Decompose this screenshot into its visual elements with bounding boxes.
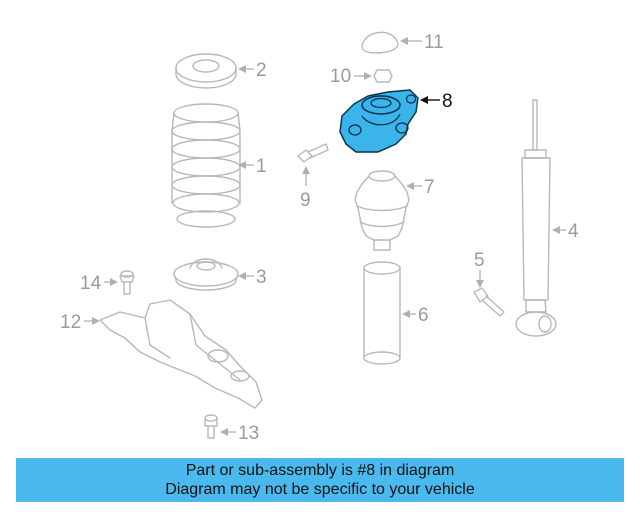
callout-11-label: 11 <box>424 32 444 53</box>
part-3-lower-spring-seat <box>173 258 239 291</box>
callout-9-label: 9 <box>300 190 311 211</box>
callout-1: 1 <box>238 156 267 177</box>
parts-diagram: 1 2 3 4 5 6 7 8 9 10 <box>60 31 579 444</box>
part-10-nut <box>373 69 393 83</box>
part-6-dust-boot <box>363 261 401 365</box>
part-14-clip <box>119 270 135 295</box>
part-7-bump-stop <box>354 170 410 251</box>
callout-9: 9 <box>300 166 311 211</box>
callout-2: 2 <box>238 60 267 81</box>
part-12-control-arm <box>99 299 263 409</box>
callout-5-label: 5 <box>474 250 485 271</box>
callout-14-label: 14 <box>80 273 102 294</box>
part-1-coil-spring <box>171 103 241 228</box>
callout-10: 10 <box>330 66 372 87</box>
callout-7: 7 <box>406 177 435 198</box>
part-5-bolt <box>473 287 505 317</box>
callout-11: 11 <box>400 32 444 53</box>
callout-6: 6 <box>402 305 429 326</box>
callout-7-label: 7 <box>424 177 435 198</box>
callout-4-label: 4 <box>568 221 579 242</box>
part-8-strut-mount-highlighted <box>339 89 419 153</box>
callout-14: 14 <box>80 273 118 294</box>
callout-5: 5 <box>474 250 485 288</box>
callout-3: 3 <box>238 267 267 288</box>
callout-6-label: 6 <box>418 305 429 326</box>
callout-12: 12 <box>60 312 100 333</box>
part-info-banner: Part or sub-assembly is #8 in diagram Di… <box>16 458 624 502</box>
callout-4: 4 <box>552 221 579 242</box>
callout-12-label: 12 <box>60 312 81 333</box>
part-2-spring-seat <box>175 53 237 89</box>
banner-line-2: Diagram may not be specific to your vehi… <box>165 481 475 498</box>
callout-2-label: 2 <box>256 60 267 81</box>
part-13-bolt <box>204 414 218 439</box>
callout-13-label: 13 <box>238 423 259 444</box>
callout-10-label: 10 <box>330 66 351 87</box>
part-11-cap <box>361 31 399 54</box>
part-4-shock-absorber <box>515 99 557 337</box>
callout-13: 13 <box>220 423 259 444</box>
part-9-bolt <box>297 143 329 163</box>
callout-8: 8 <box>420 91 453 112</box>
callout-3-label: 3 <box>256 267 267 288</box>
callout-8-label: 8 <box>442 91 453 112</box>
banner-line-1: Part or sub-assembly is #8 in diagram <box>185 462 455 479</box>
callout-1-label: 1 <box>256 156 267 177</box>
